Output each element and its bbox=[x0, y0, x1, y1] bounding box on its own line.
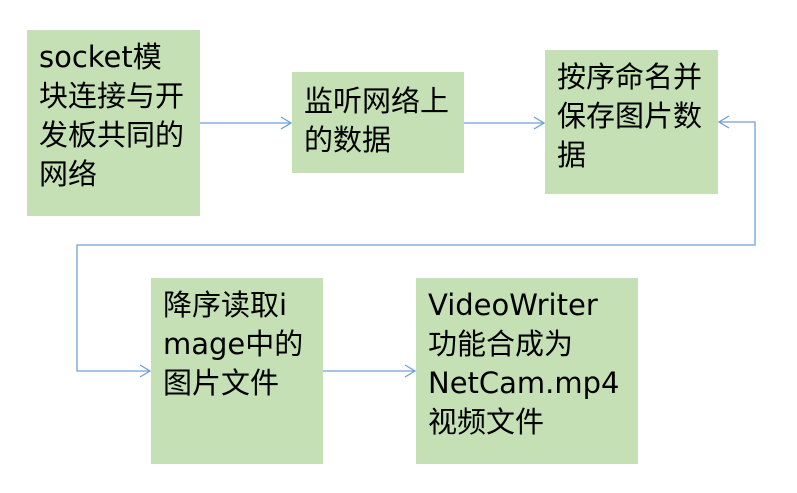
edge-n1-n2 bbox=[200, 116, 293, 130]
node-socket-connect: socket模块连接与开发板共同的网络 bbox=[27, 30, 200, 216]
edge-n2-n3 bbox=[464, 116, 546, 130]
edge-n3-n4 bbox=[76, 115, 756, 378]
node-listen-network: 监听网络上的数据 bbox=[292, 72, 464, 173]
node-read-images: 降序读取image中的图片文件 bbox=[151, 278, 323, 464]
edge-n4-n5 bbox=[323, 364, 417, 378]
node-videowriter: VideoWriter功能合成为NetCam.mp4视频文件 bbox=[416, 278, 638, 464]
node-save-images: 按序命名并保存图片数据 bbox=[545, 50, 718, 194]
